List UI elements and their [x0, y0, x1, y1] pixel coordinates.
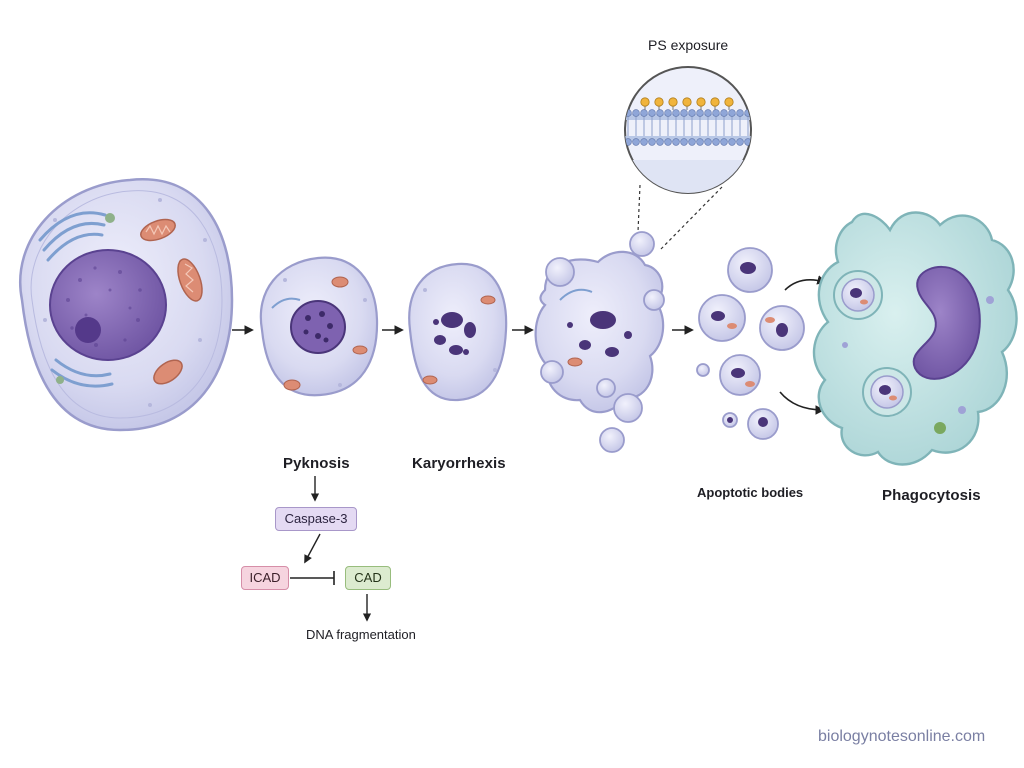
ps-head: [668, 97, 678, 107]
ps-head: [654, 97, 664, 107]
label-phagocytosis: Phagocytosis: [882, 487, 981, 504]
zoom-line-left: [637, 184, 641, 233]
ps-head: [696, 97, 706, 107]
mitochondria-icon: [140, 218, 203, 385]
label-pyknosis: Pyknosis: [283, 455, 350, 472]
nucleus-icon: [49, 249, 167, 361]
arrow-engulf-bottom: [779, 391, 825, 415]
arrow-caspase-icad: [304, 533, 321, 564]
label-ps-exposure: PS exposure: [648, 37, 729, 53]
karyorrhexis-cell: [408, 262, 508, 402]
caspase-3-box: Caspase-3: [275, 507, 357, 531]
inhibition-icad-cad: [290, 571, 335, 585]
label-karyorrhexis: Karyorrhexis: [412, 455, 506, 472]
normal-cell: [19, 178, 234, 432]
label-apoptotic-bodies: Apoptotic bodies: [697, 485, 804, 500]
ps-head: [724, 97, 734, 107]
lipid-bilayer: [625, 97, 751, 146]
label-dna-fragmentation: DNA fragmentation: [306, 627, 416, 642]
macrophage-cell: [812, 211, 1018, 466]
ps-head: [710, 97, 720, 107]
macrophage-nucleus-icon: [912, 265, 981, 380]
vesicle-icon: [56, 213, 115, 384]
golgi-icon: [38, 211, 114, 388]
icad-box: ICAD: [241, 566, 289, 590]
cad-box: CAD: [345, 566, 391, 590]
zoom-line-right: [659, 186, 723, 251]
pyknosis-cell: [259, 256, 379, 397]
apoptotic-bodies: [696, 247, 805, 440]
blebbing-cell: [534, 231, 665, 453]
ps-head: [682, 97, 692, 107]
ps-head: [640, 97, 650, 107]
ps-exposure-magnifier: [624, 66, 752, 194]
watermark: biologynotesonline.com: [818, 728, 986, 745]
